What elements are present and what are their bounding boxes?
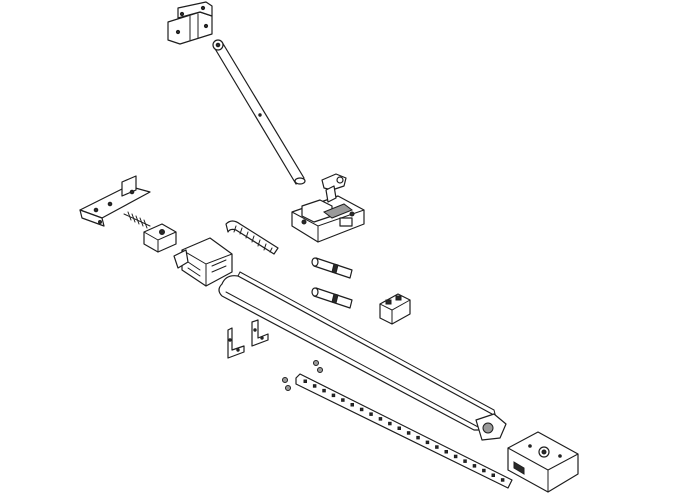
strip-hole (322, 388, 326, 393)
strip-hole (500, 478, 505, 482)
strip-hole (303, 379, 307, 383)
strip-hole (463, 459, 467, 463)
trolley-carriage (291, 185, 365, 243)
chain-segment (225, 220, 279, 255)
strip-hole (435, 445, 439, 449)
strip-hole (388, 421, 392, 426)
motor-head (507, 431, 579, 493)
strip-hole (416, 435, 420, 440)
strip-hole (444, 450, 448, 454)
connecting-pin-1 (311, 257, 353, 279)
door-arm (212, 39, 306, 185)
pulley-end (475, 413, 507, 441)
strip-hole (472, 464, 477, 468)
strip-hole (491, 473, 495, 477)
release-latch (321, 173, 347, 191)
tensioner-housing (173, 237, 233, 287)
strip-hole (453, 454, 458, 459)
strip-hole (341, 398, 345, 402)
tension-spring-assembly (123, 211, 177, 253)
angle-bracket-1 (227, 327, 245, 359)
wall-header-bracket (79, 175, 151, 227)
strip-hole (482, 468, 486, 473)
strip-hole (331, 393, 336, 398)
stop-block (379, 293, 411, 325)
strip-hole (397, 426, 401, 430)
strip-hole (425, 440, 430, 445)
strip-hole (369, 412, 373, 416)
door-hinge-bracket (167, 1, 213, 45)
perforated-strip (295, 373, 513, 489)
screws (282, 360, 323, 391)
strip-hole (312, 384, 317, 388)
strip-hole (359, 407, 364, 412)
strip-hole (350, 403, 354, 407)
strip-hole (378, 417, 383, 421)
connecting-pin-2 (311, 287, 353, 309)
angle-bracket-2 (251, 319, 269, 347)
strip-hole (406, 431, 411, 435)
